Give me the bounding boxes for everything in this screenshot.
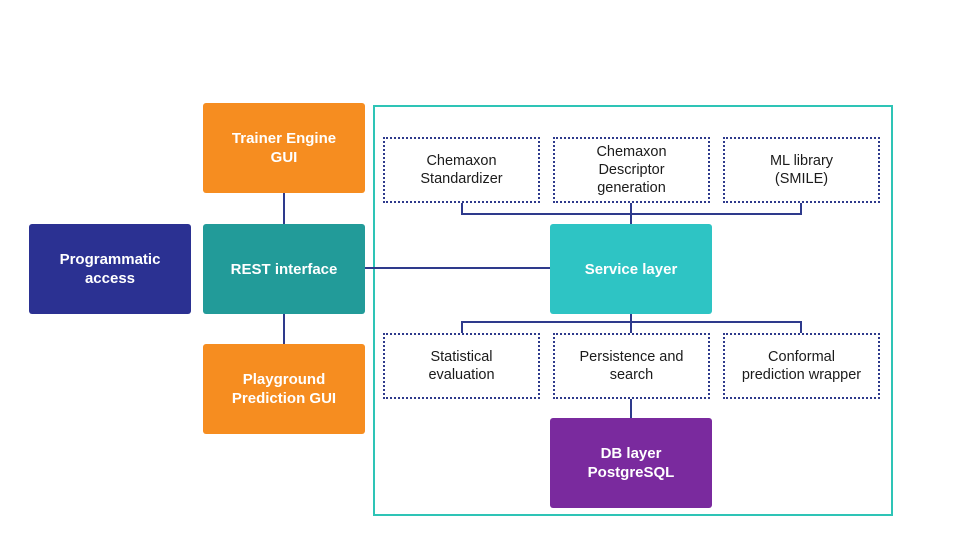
conformal-prediction-wrapper-node: Conformal prediction wrapper	[723, 333, 880, 399]
chemaxon-standardizer-node: Chemaxon Standardizer	[383, 137, 540, 203]
playground-prediction-gui-node: Playground Prediction GUI	[203, 344, 365, 434]
db-layer-postgresql-node: DB layer PostgreSQL	[550, 418, 712, 508]
backend-container-frame	[373, 105, 893, 516]
statistical-evaluation-node: Statistical evaluation	[383, 333, 540, 399]
persistence-and-search-node: Persistence and search	[553, 333, 710, 399]
chemaxon-descriptor-generation-node: Chemaxon Descriptor generation	[553, 137, 710, 203]
programmatic-access-node: Programmatic access	[29, 224, 191, 314]
trainer-engine-gui-node: Trainer Engine GUI	[203, 103, 365, 193]
ml-library-node: ML library (SMILE)	[723, 137, 880, 203]
rest-interface-node: REST interface	[203, 224, 365, 314]
service-layer-node: Service layer	[550, 224, 712, 314]
